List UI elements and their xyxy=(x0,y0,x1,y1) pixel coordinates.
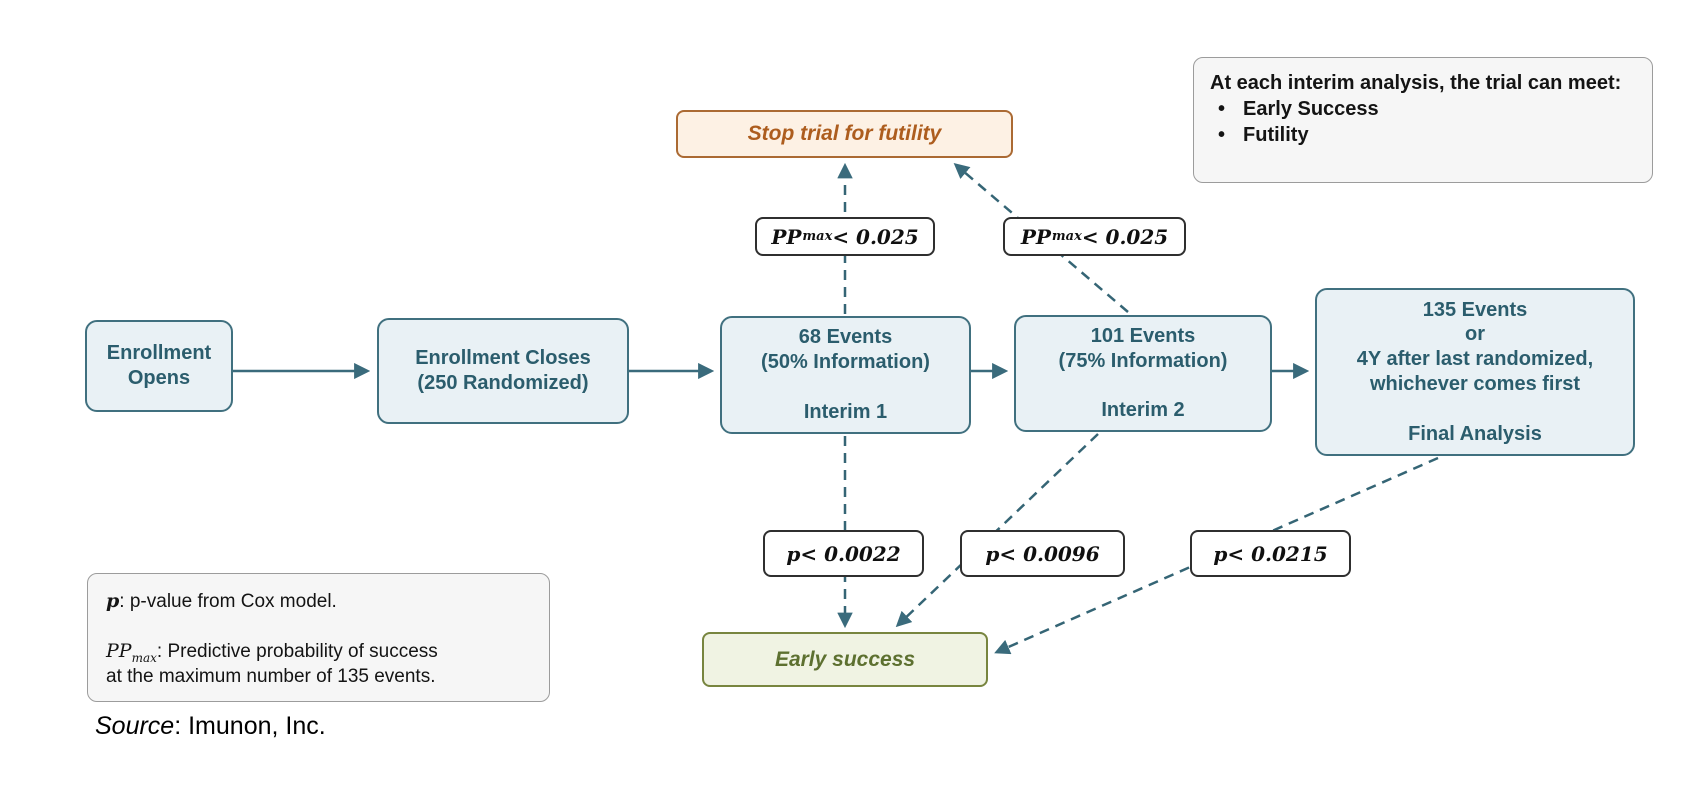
threshold-label-p-final: p < 0.0215 xyxy=(1190,530,1351,577)
flow-box-enrollment-opens: Enrollment Opens xyxy=(85,320,233,412)
flow-box-enrollment-closes: Enrollment Closes (250 Randomized) xyxy=(377,318,629,424)
source-text: : Imunon, Inc. xyxy=(174,712,326,740)
p-definition: : p-value from Cox model. xyxy=(119,591,337,612)
legend-line-p: p: p-value from Cox model. xyxy=(106,589,531,614)
definitions-panel: p: p-value from Cox model. PPmax: Predic… xyxy=(87,573,550,702)
outcome-box-early-success: Early success xyxy=(702,632,988,687)
note-bullet-label: Futility xyxy=(1243,124,1309,146)
dashed-interim2-to-success xyxy=(895,433,1099,628)
ppmax-value: < 0.025 xyxy=(1081,224,1169,249)
outcome-box-futility: Stop trial for futility xyxy=(676,110,1013,158)
source-attribution: Source: Imunon, Inc. xyxy=(95,712,326,741)
legend-line-ppmax: PPmax: Predictive probability of success… xyxy=(106,639,531,689)
flow-box-interim-2: 101 Events (75% Information) Interim 2 xyxy=(1014,315,1272,432)
dashed-interim2-to-futility xyxy=(953,162,1129,313)
note-bullet-futility: Futility xyxy=(1210,122,1636,148)
ppmax-definition: : Predictive probability of success at t… xyxy=(106,641,438,688)
ppmax-prefix: PP xyxy=(1020,224,1051,249)
source-label: Source xyxy=(95,712,175,740)
note-bullet-early-success: Early Success xyxy=(1210,96,1636,122)
interim-note-bullets: Early Success Futility xyxy=(1210,96,1636,148)
ppmax-subscript: max xyxy=(131,650,157,665)
p-symbol: p xyxy=(1213,541,1228,566)
ppmax-value: < 0.025 xyxy=(832,224,919,249)
p-value: < 0.0096 xyxy=(999,541,1100,566)
threshold-label-p-interim1: p < 0.0022 xyxy=(763,530,924,577)
p-symbol: p xyxy=(106,590,120,612)
threshold-label-p-interim2: p < 0.0096 xyxy=(960,530,1125,577)
ppmax-prefix: PP xyxy=(106,640,132,663)
ppmax-prefix: PP xyxy=(771,224,802,249)
ppmax-symbol: PPmax xyxy=(106,640,157,665)
flow-box-interim-1: 68 Events (50% Information) Interim 1 xyxy=(720,316,971,434)
interim-note-intro: At each interim analysis, the trial can … xyxy=(1210,72,1622,94)
flow-box-final-analysis: 135 Events or 4Y after last randomized, … xyxy=(1315,288,1635,456)
note-bullet-label: Early Success xyxy=(1243,98,1379,120)
p-value: < 0.0215 xyxy=(1227,541,1328,566)
p-symbol: p xyxy=(786,541,801,566)
p-symbol: p xyxy=(985,541,1000,566)
interim-note-panel: At each interim analysis, the trial can … xyxy=(1193,57,1653,183)
p-value: < 0.0022 xyxy=(800,541,901,566)
